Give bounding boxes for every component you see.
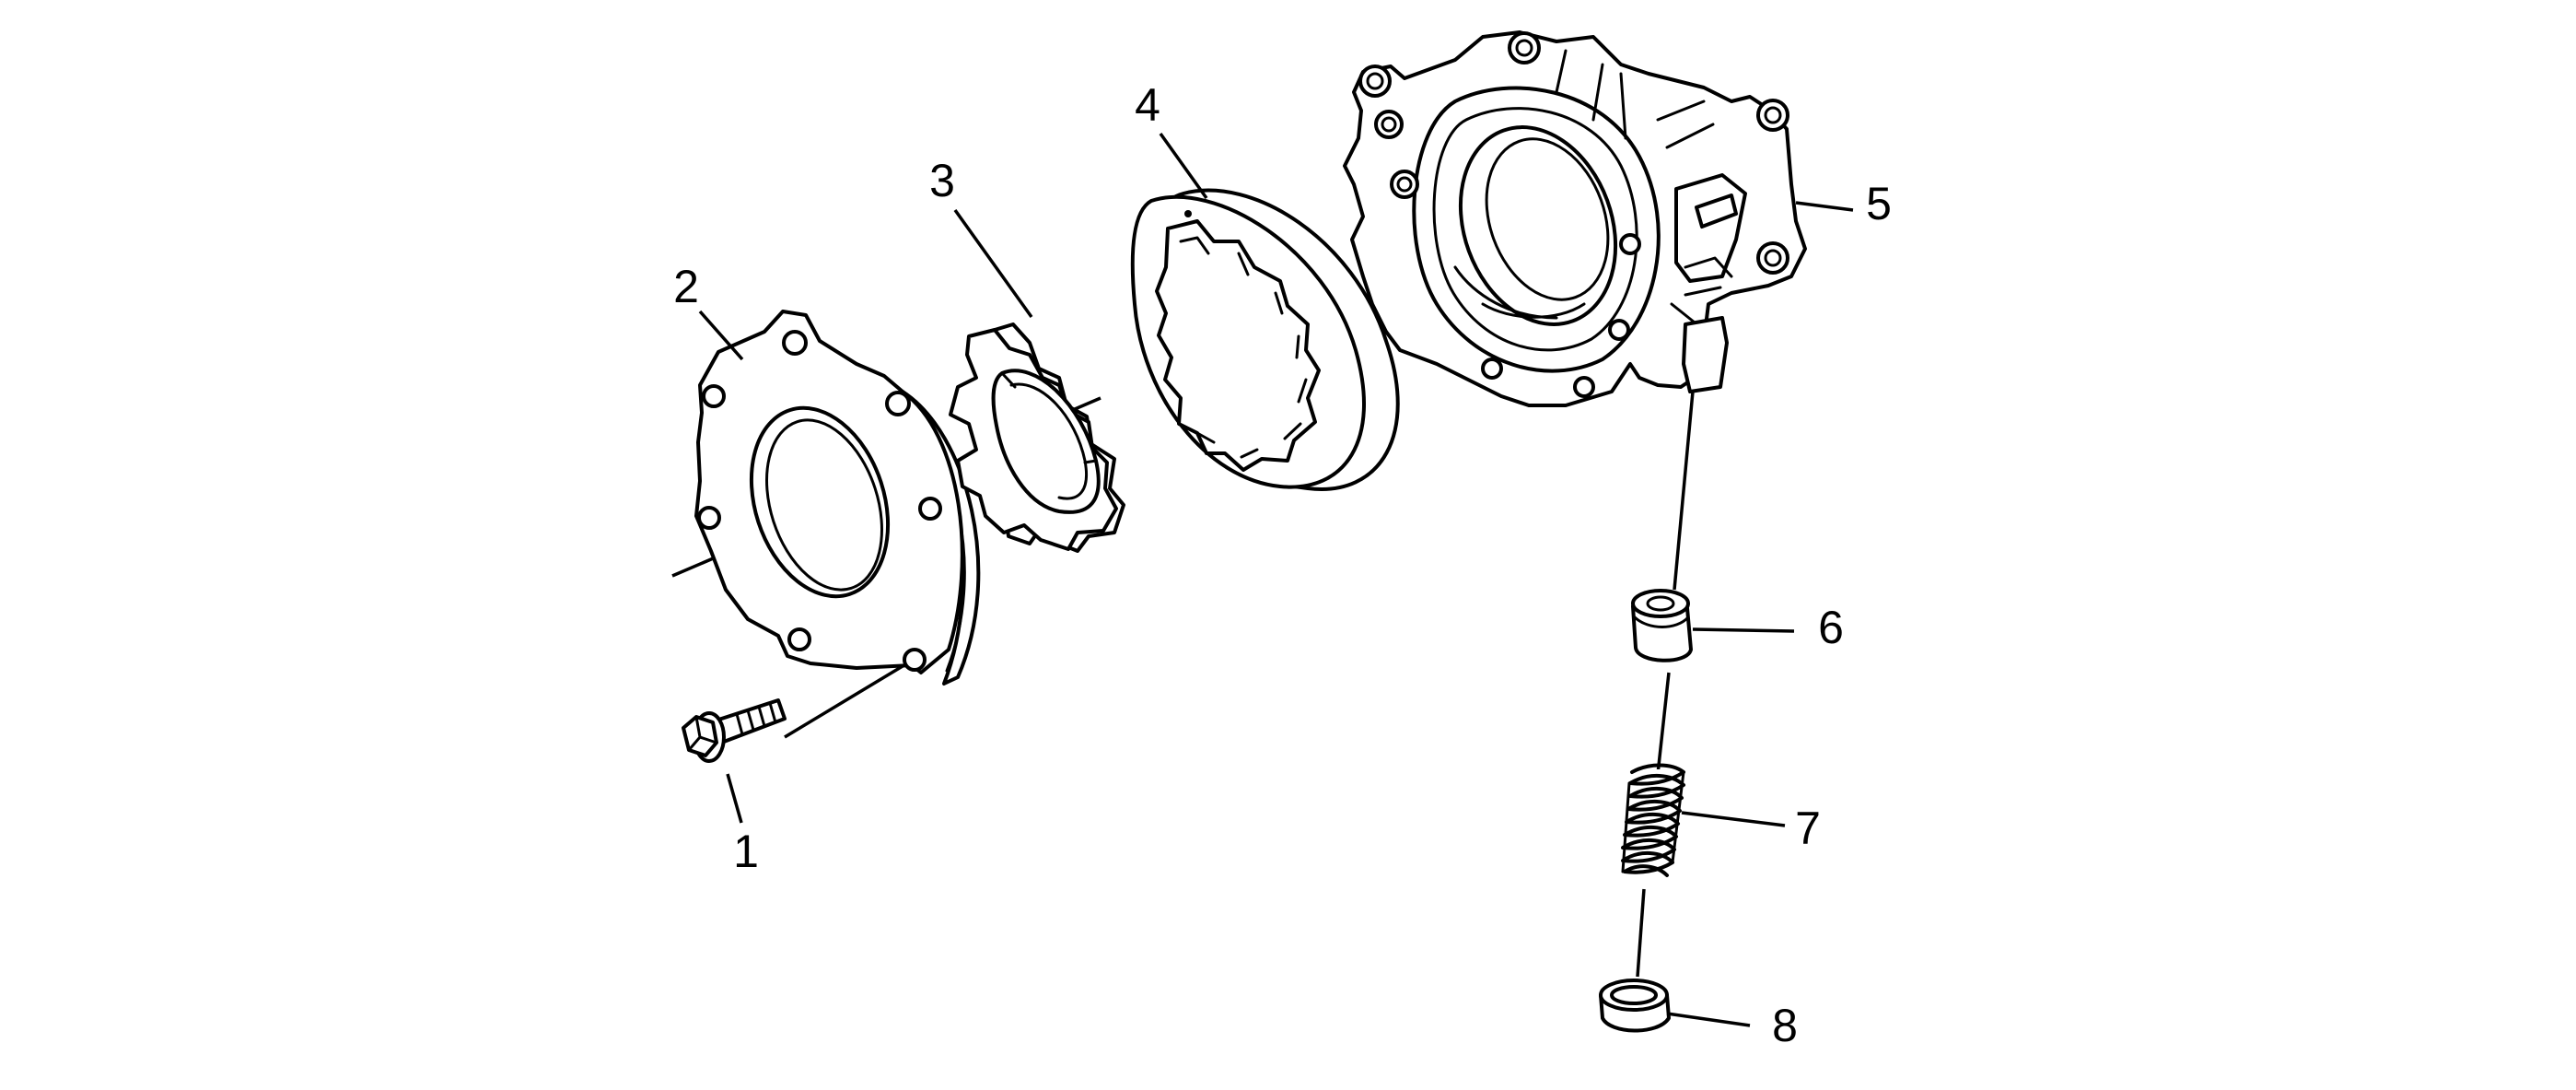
outer-gear-ring-icon xyxy=(1130,188,1400,491)
leader-lines xyxy=(698,132,1854,1027)
spring-icon xyxy=(1621,763,1685,880)
plug-icon xyxy=(1599,979,1671,1033)
cover-plate-icon xyxy=(694,310,981,686)
callout-8: 8 xyxy=(1772,1000,1798,1051)
callout-1: 1 xyxy=(733,826,759,877)
callout-5: 5 xyxy=(1866,178,1892,229)
callout-labels: 1 2 3 4 5 6 7 8 xyxy=(673,79,1892,1051)
callout-3: 3 xyxy=(929,155,955,206)
callout-2: 2 xyxy=(673,261,699,312)
pump-housing-icon xyxy=(1343,30,1807,407)
valve-icon xyxy=(1631,589,1693,662)
callout-6: 6 xyxy=(1818,602,1844,653)
inner-gear-icon xyxy=(949,322,1125,553)
callout-4: 4 xyxy=(1135,79,1160,131)
callout-7: 7 xyxy=(1795,803,1821,854)
bolt-icon xyxy=(682,698,787,763)
